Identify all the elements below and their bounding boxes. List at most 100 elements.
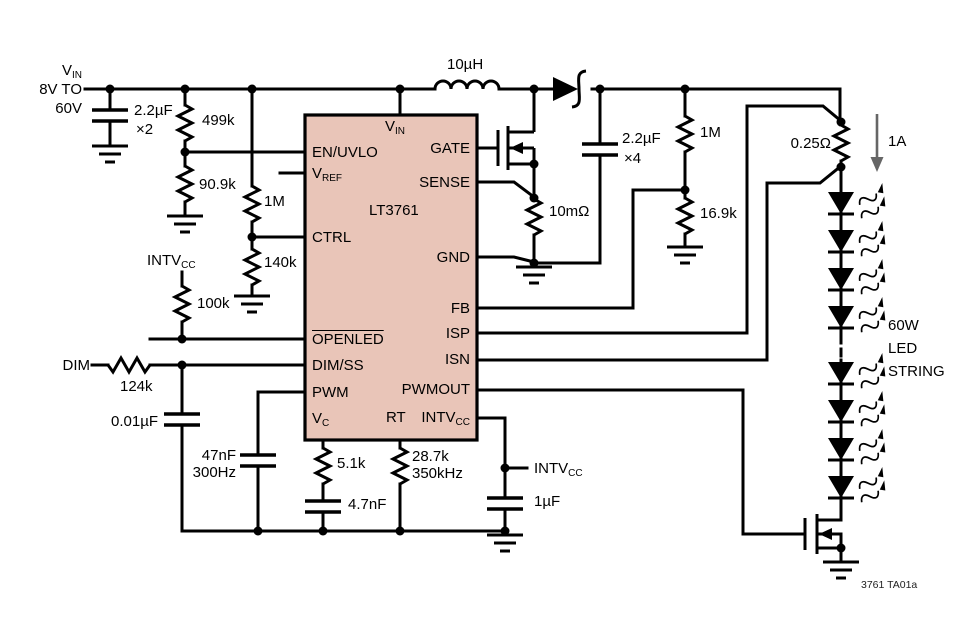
pin-label-rt: RT — [386, 409, 406, 426]
pin-label-pwmout: PWMOUT — [401, 381, 470, 398]
resistor-0.25ohm-icon — [830, 123, 852, 163]
capacitor-vc-4.7nF-icon — [305, 499, 341, 514]
label-vin-range-2: 60V — [55, 100, 82, 117]
wire-sense — [475, 180, 537, 200]
ground-icon — [823, 560, 859, 580]
pin-label-fb: FB — [450, 300, 470, 317]
label-c-intvcc: 1µF — [534, 493, 561, 510]
ground-icon — [667, 245, 703, 265]
label-r-rt-freq: 350kHz — [412, 465, 463, 482]
label-r-1m-left: 1M — [264, 193, 285, 210]
ground-layer — [92, 144, 859, 580]
wire-intvcc — [475, 416, 529, 537]
inductor-10uH-icon — [433, 79, 501, 90]
capacitor-ss-0.01uF-icon — [164, 412, 200, 427]
label-led-string-2: LED — [888, 340, 918, 357]
ground-icon — [487, 533, 523, 553]
dim-mosfet-icon — [803, 514, 841, 554]
capacitor-pwm-47nF-icon — [240, 453, 276, 468]
resistor-16.9k-icon — [674, 196, 696, 236]
resistor-1m-left-icon — [241, 184, 263, 224]
light-emission-icon — [851, 258, 896, 299]
label-r-100k: 100k — [197, 295, 230, 312]
light-emission-icon — [851, 220, 896, 261]
schottky-diode-icon — [553, 69, 587, 109]
light-emission-icon — [851, 390, 896, 431]
label-dim-input: DIM — [62, 357, 91, 374]
label-r-124k: 124k — [120, 378, 153, 395]
resistor-1m-right-icon — [674, 114, 696, 154]
pin-label-intvcc: INTVCC — [421, 409, 470, 428]
wire-vin-rail-right — [590, 87, 842, 124]
resistor-10mohm-icon — [523, 197, 545, 237]
capacitor-input-2.2uF-icon — [92, 108, 128, 123]
label-vin-range-1: 8V TO — [39, 81, 82, 98]
capacitor-layer — [92, 108, 618, 514]
pin-label-pwm: PWM — [312, 384, 349, 401]
wire-ctrl-divider — [250, 87, 307, 298]
resistor-124k-icon — [106, 354, 152, 376]
wire-isn — [475, 163, 844, 362]
pin-label-vc: VC — [312, 410, 330, 429]
junction-dots — [105, 84, 846, 553]
label-r-1m-right: 1M — [700, 124, 721, 141]
label-vin: VIN — [61, 62, 82, 81]
wire-fb — [475, 188, 687, 310]
wire-output-cap — [532, 87, 602, 265]
resistor-28.7k-icon — [389, 446, 411, 486]
label-led-current: 1A — [888, 133, 907, 150]
ground-icon — [234, 294, 270, 314]
label-c-pwm-value: 47nF — [201, 447, 236, 464]
resistor-100k-icon — [171, 284, 193, 324]
label-output-cap-value: 2.2µF — [622, 130, 661, 147]
switch-mosfet-icon — [496, 89, 536, 170]
label-c-vc: 4.7nF — [348, 496, 387, 513]
label-r-sense: 10mΩ — [549, 203, 590, 220]
ic-part-number: LT3761 — [369, 202, 419, 219]
wire-gnd-pin — [475, 255, 536, 264]
wire-uvlo-divider — [183, 87, 307, 218]
light-emission-icon — [851, 428, 896, 469]
resistor-90.9k-icon — [174, 164, 196, 204]
resistor-499k-icon — [174, 103, 196, 143]
label-input-cap-value: 2.2µF — [134, 102, 173, 119]
pin-label-isn: ISN — [444, 351, 470, 368]
capacitor-intvcc-1uF-icon — [487, 496, 523, 511]
label-r-16.9k: 16.9k — [700, 205, 737, 222]
light-emission-icon — [851, 466, 896, 507]
label-figure-id: 3761 TA01a — [861, 579, 918, 591]
pin-label-isp: ISP — [445, 325, 470, 342]
wire-pwm-cap — [256, 390, 307, 533]
label-intvcc-pullup: INTVCC — [147, 252, 196, 271]
label-c-pwm-freq: 300Hz — [192, 464, 236, 481]
label-r-140k: 140k — [264, 254, 297, 271]
wire-pwmout — [475, 388, 807, 536]
label-r-499k: 499k — [202, 112, 235, 129]
label-r-90.9k: 90.9k — [199, 176, 236, 193]
pin-label-openled: OPENLED — [312, 331, 384, 348]
label-intvcc-bypass: INTVCC — [534, 460, 583, 479]
ground-icon — [167, 214, 203, 234]
pin-label-vref: VREF — [312, 165, 343, 184]
pin-label-en-uvlo: EN/UVLO — [312, 144, 378, 161]
pin-label-ctrl: CTRL — [312, 229, 352, 246]
label-led-string-3: STRING — [888, 363, 945, 380]
resistor-140k-icon — [241, 247, 263, 287]
label-c-ss: 0.01µF — [111, 413, 158, 430]
label-output-cap-mult: ×4 — [624, 150, 642, 167]
pin-label-gate: GATE — [430, 140, 470, 157]
label-led-string-1: 60W — [888, 317, 919, 334]
ic-body-lt3761 — [303, 113, 479, 442]
pin-label-gnd: GND — [436, 249, 470, 266]
pin-label-vin: VIN — [385, 118, 406, 137]
pin-label-sense: SENSE — [419, 174, 470, 191]
label-r-rt-value: 28.7k — [412, 448, 449, 465]
label-r-vc: 5.1k — [337, 455, 366, 472]
label-inductor: 10µH — [447, 56, 484, 73]
ground-icon — [92, 144, 128, 164]
pin-label-dim-ss: DIM/SS — [312, 357, 364, 374]
wire-layer — [83, 87, 844, 562]
ground-icon — [516, 265, 552, 285]
